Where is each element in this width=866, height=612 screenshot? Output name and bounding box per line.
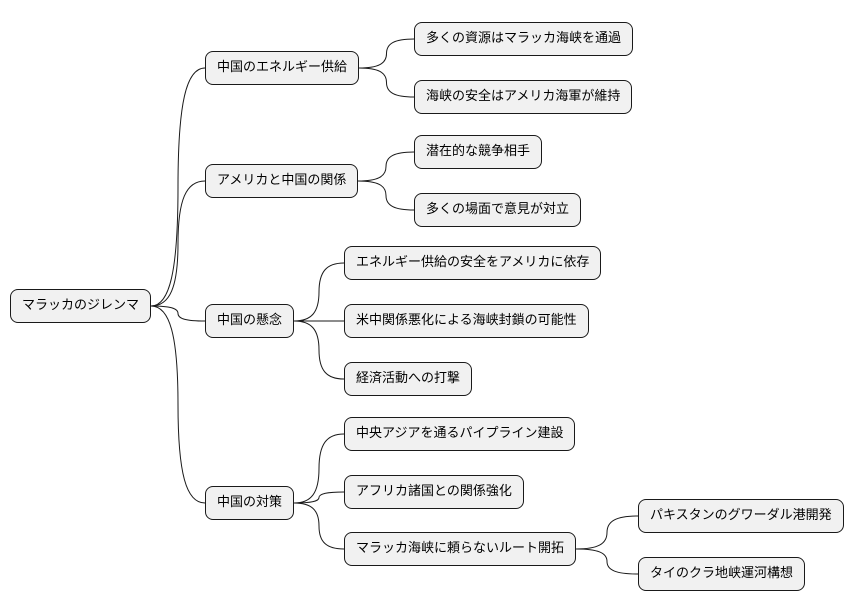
connector-n-b0-n-b0c1 xyxy=(358,67,415,98)
leaf-node-frequent-disagreement: 多くの場面で意見が対立 xyxy=(414,193,582,227)
connector-n-b3c2-n-b3c2c1 xyxy=(575,548,639,575)
connector-n-root-n-b2 xyxy=(150,305,206,322)
leaf-node-us-navy-security: 海峡の安全はアメリカ海軍が維持 xyxy=(414,80,633,114)
connector-n-root-n-b0 xyxy=(150,67,206,307)
connector-n-b1-n-b1c0 xyxy=(357,151,415,182)
leaf-node-energy-dependence: エネルギー供給の安全をアメリカに依存 xyxy=(344,246,602,280)
leaf-node-resources-pass-strait: 多くの資源はマラッカ海峡を通過 xyxy=(414,22,634,56)
leaf-node-economic-blow: 経済活動への打撃 xyxy=(344,362,473,396)
subbranch-node-alternative-routes: マラッカ海峡に頼らないルート開拓 xyxy=(344,532,577,566)
branch-node-energy-supply: 中国のエネルギー供給 xyxy=(205,51,360,85)
branch-node-china-concerns: 中国の懸念 xyxy=(205,304,295,338)
connector-n-b3-n-b3c0 xyxy=(293,433,345,504)
root-node: マラッカのジレンマ xyxy=(10,289,152,323)
connector-n-b3c2-n-b3c2c0 xyxy=(575,515,639,550)
connector-n-b1-n-b1c1 xyxy=(357,180,415,211)
connector-n-b0-n-b0c0 xyxy=(358,38,415,69)
leaf-node-africa-relations: アフリカ諸国との関係強化 xyxy=(344,475,524,509)
connector-n-b2-n-b2c0 xyxy=(293,262,345,322)
leaf-node-potential-rival: 潜在的な競争相手 xyxy=(414,135,543,169)
leaf-node-blockade-risk: 米中関係悪化による海峡封鎖の可能性 xyxy=(344,304,589,338)
connector-n-b3-n-b3c1 xyxy=(293,491,345,504)
connector-n-root-n-b1 xyxy=(150,180,206,307)
branch-node-china-countermeasures: 中国の対策 xyxy=(205,486,295,520)
branch-node-us-china-relations: アメリカと中国の関係 xyxy=(205,164,359,198)
connector-n-b2-n-b2c2 xyxy=(293,320,345,380)
leaf-node-kra-canal: タイのクラ地峡運河構想 xyxy=(638,557,806,591)
leaf-node-gwadar-port: パキスタンのグワーダル港開発 xyxy=(638,499,844,533)
connector-n-b3-n-b3c2 xyxy=(293,502,345,550)
connector-n-root-n-b3 xyxy=(150,305,206,504)
leaf-node-central-asia-pipeline: 中央アジアを通るパイプライン建設 xyxy=(344,417,576,451)
